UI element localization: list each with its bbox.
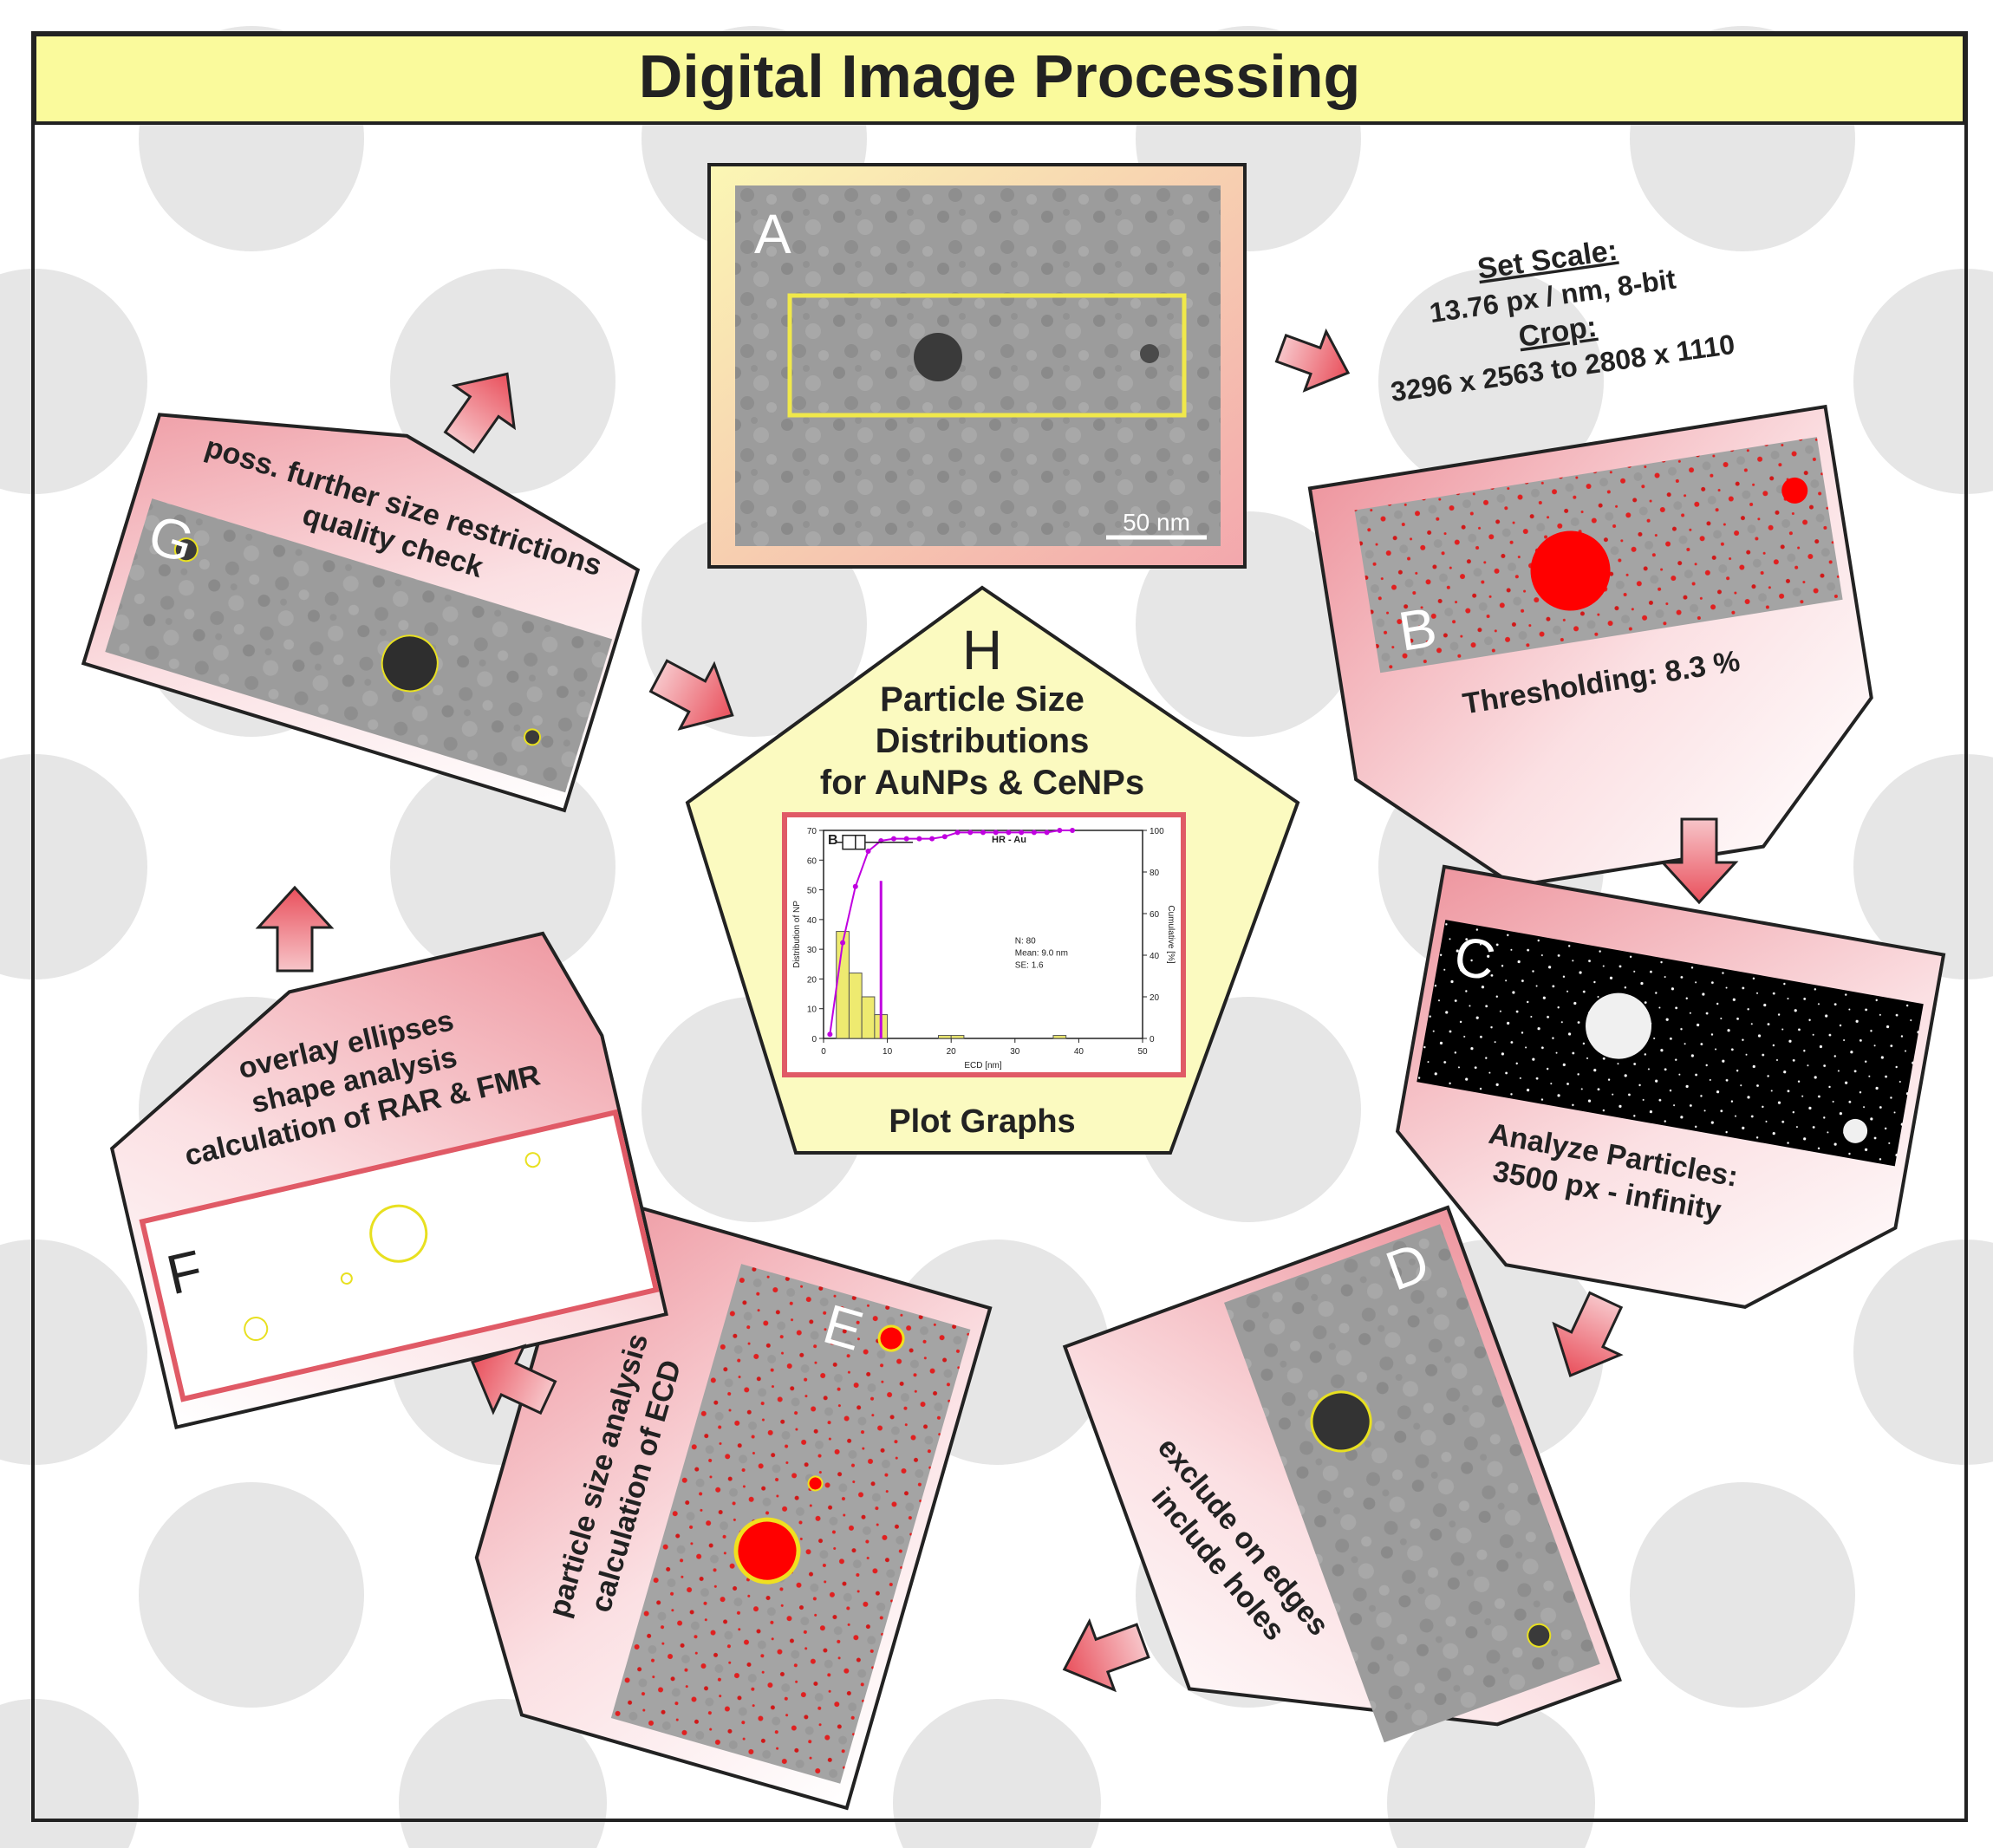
y2-tick-label: 0	[1150, 1035, 1155, 1044]
cumulative-point	[1070, 828, 1076, 833]
crop-rectangle	[787, 293, 1187, 418]
page-title: Digital Image Processing	[639, 42, 1360, 110]
panel-f: F overlay ellipses shape analysis calcul…	[109, 931, 668, 1429]
cumulative-point	[1006, 830, 1012, 836]
x-tick-label: 30	[1010, 1047, 1020, 1057]
x-tick-label: 20	[947, 1047, 957, 1057]
panel-c: C Analyze Particles: 3500 px - infinity	[1395, 864, 1946, 1309]
histogram-bar	[848, 973, 863, 1039]
distribution-title-2: Distributions	[876, 722, 1090, 760]
x-tick-label: 10	[883, 1047, 893, 1057]
arrow-c-to-d	[1552, 1291, 1624, 1378]
cumulative-point	[980, 830, 986, 836]
plot-area	[823, 830, 1143, 1039]
x-tick-label: 0	[821, 1047, 826, 1057]
distribution-title-3: for AuNPs & CeNPs	[820, 764, 1144, 802]
y2-tick-label: 80	[1150, 869, 1160, 878]
histogram-bar	[950, 1035, 965, 1039]
chart-panel-label: B	[828, 833, 838, 848]
cumulative-point	[967, 830, 974, 836]
panel-g: G poss. further size restrictions qualit…	[81, 413, 641, 813]
title-banner: Digital Image Processing	[33, 33, 1966, 125]
y2-tick-label: 100	[1150, 827, 1164, 836]
y2-axis-label: Cumulative [%]	[1166, 905, 1176, 963]
x-tick-label: 40	[1074, 1047, 1084, 1057]
panel-b: B Thresholding: 8.3 %	[1307, 404, 1873, 888]
histogram-bar	[861, 996, 876, 1039]
y2-tick-label: 20	[1150, 993, 1160, 1003]
ellipse-outline	[369, 1204, 428, 1263]
cumulative-point	[827, 1031, 833, 1038]
binary-particle	[1586, 992, 1652, 1059]
filtered-image-d	[1224, 1224, 1600, 1743]
panel-d: D exclude on edges include holes	[1062, 1205, 1622, 1743]
y-tick-label: 20	[807, 975, 817, 985]
y-tick-label: 40	[807, 916, 817, 926]
size-analysis-image-e	[610, 1264, 971, 1784]
cumulative-point	[890, 836, 896, 842]
nanoparticle	[914, 333, 962, 381]
boxplot-box	[842, 834, 866, 850]
y-tick-label: 30	[807, 946, 817, 955]
tem-image-a	[735, 185, 1221, 546]
y2-tick-label: 40	[1150, 952, 1160, 961]
arrow-e-to-f	[470, 1344, 557, 1415]
cumulative-point	[852, 883, 858, 889]
cumulative-point	[903, 836, 909, 842]
x-axis-label: ECD [nm]	[964, 1061, 1002, 1070]
quality-particle	[381, 634, 439, 693]
stats-text: SE: 1.6	[1015, 960, 1044, 970]
x-tick-label: 50	[1137, 1047, 1148, 1057]
arrow-g-up	[443, 372, 517, 454]
cumulative-point	[929, 836, 935, 842]
flow-arrows	[255, 328, 1739, 1693]
histogram-bar	[937, 1035, 952, 1039]
panel-letter-a: A	[754, 203, 791, 265]
y-tick-label: 60	[807, 856, 817, 866]
scale-bar-label: 50 nm	[1123, 509, 1190, 536]
arrow-b-to-c	[1659, 817, 1739, 905]
y-axis-label: Distribution of NP	[792, 901, 802, 968]
arrow-f-to-g	[255, 885, 335, 973]
arrow-d-to-e	[1062, 1617, 1150, 1693]
stats-text: Mean: 9.0 nm	[1015, 948, 1068, 958]
y-tick-label: 10	[807, 1005, 817, 1015]
ecd-particle	[733, 1517, 801, 1584]
plot-graphs-label: Plot Graphs	[889, 1103, 1075, 1140]
quality-check-image-g	[105, 498, 613, 793]
y-tick-label: 50	[807, 887, 817, 896]
cumulative-point	[1057, 828, 1063, 833]
arrow-a-to-scale	[1274, 328, 1351, 393]
arrow-g-to-h	[648, 659, 734, 731]
stats-text: N: 80	[1015, 936, 1036, 946]
outlined-particle	[1310, 1390, 1372, 1453]
cumulative-point	[993, 830, 999, 836]
cumulative-point	[916, 836, 922, 842]
panel-letter-h: H	[962, 619, 1002, 681]
binary-image-c	[1417, 920, 1924, 1167]
y-tick-label: 70	[807, 827, 817, 836]
chart-title: HR - Au	[992, 835, 1026, 845]
cumulative-point	[954, 830, 961, 836]
cumulative-point	[1019, 830, 1025, 836]
cumulative-point	[1031, 830, 1037, 836]
cumulative-point	[840, 940, 846, 946]
y-tick-label: 0	[811, 1035, 817, 1044]
panel-a: A 50 nm	[707, 163, 1247, 569]
distribution-title-1: Particle Size	[880, 680, 1084, 719]
cumulative-point	[865, 849, 871, 854]
cumulative-point	[1044, 830, 1050, 836]
cumulative-point	[941, 834, 948, 840]
y2-tick-label: 60	[1150, 910, 1160, 920]
ellipse-overlay-f	[139, 1109, 660, 1402]
histogram-bar	[1052, 1035, 1067, 1039]
panel-h: H Particle Size Distributions for AuNPs …	[685, 585, 1300, 1155]
threshold-particle	[1530, 530, 1611, 611]
